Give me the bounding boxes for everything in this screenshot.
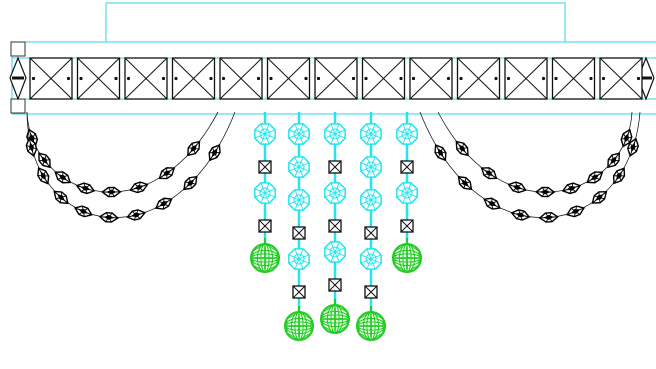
frame-panel <box>266 57 311 100</box>
swag-crystal <box>155 197 173 210</box>
swag-crystal <box>54 171 72 184</box>
cyan-strand <box>284 112 314 341</box>
frame-panel <box>409 57 453 100</box>
square-bead <box>364 226 378 240</box>
swag-crystal <box>620 128 633 148</box>
frame-panel <box>124 57 168 100</box>
square-bead <box>292 226 306 240</box>
swag-crystal <box>158 167 176 180</box>
end-cap-top-left <box>10 41 26 57</box>
swag-crystal <box>627 137 639 157</box>
cyan-strand <box>250 112 280 273</box>
frame-panel <box>456 57 501 100</box>
cyan-octagon-prism <box>254 182 276 204</box>
swag-crystal <box>126 209 147 221</box>
frame-panel <box>219 57 263 100</box>
swag-crystal <box>483 197 501 210</box>
frame-panel <box>29 57 73 100</box>
swag-crystal <box>98 211 120 223</box>
cyan-octagon-prism <box>360 123 382 145</box>
green-crystal-ball <box>320 299 350 334</box>
cyan-strand <box>356 112 386 341</box>
swag-crystal <box>37 167 50 185</box>
swag-crystal <box>566 205 585 218</box>
cyan-strand <box>392 112 422 273</box>
swag-crystal <box>507 181 527 194</box>
swag-crystal <box>129 181 149 194</box>
swag-crystal <box>53 190 69 205</box>
cyan-octagon-prism <box>396 182 418 204</box>
square-bead <box>258 219 272 233</box>
lower-rail <box>11 98 656 115</box>
cyan-octagon-prism <box>288 189 310 211</box>
swag-crystal <box>534 186 556 198</box>
square-bead <box>328 219 342 233</box>
swag-strand <box>25 111 236 223</box>
swag-crystal <box>591 190 608 204</box>
swag-strand <box>437 111 633 198</box>
swag-crystal <box>73 205 93 218</box>
square-bead <box>328 160 342 174</box>
frame-panel <box>361 57 406 100</box>
frame-panel <box>171 57 216 100</box>
green-crystal-ball <box>356 306 386 341</box>
swag-strand <box>26 111 219 198</box>
cyan-octagon-prism <box>360 156 382 178</box>
cyan-octagon-prism <box>396 123 418 145</box>
swag-crystal <box>510 209 531 221</box>
swag-crystal <box>538 211 559 223</box>
frame-panel <box>504 57 548 100</box>
swag-crystal <box>101 186 122 198</box>
cyan-octagon-prism <box>324 241 346 263</box>
square-bead <box>400 219 414 233</box>
square-bead <box>364 285 378 299</box>
swag-crystal <box>25 137 38 158</box>
cyan-octagon-prism <box>360 248 382 270</box>
frame-panel <box>551 57 596 100</box>
frame-panel <box>314 57 358 100</box>
cyan-octagon-prism <box>254 123 276 145</box>
swag-crystal <box>183 175 198 191</box>
square-bead <box>258 160 272 174</box>
cyan-octagon-prism <box>288 123 310 145</box>
swag-crystal <box>208 144 221 162</box>
swag-crystal <box>457 175 473 191</box>
swag-crystal <box>480 167 498 180</box>
green-crystal-ball <box>284 306 314 341</box>
chandelier-frame <box>9 2 656 115</box>
swag-crystal <box>586 171 604 184</box>
square-bead <box>328 278 342 292</box>
square-bead <box>400 160 414 174</box>
swag-crystal <box>455 140 469 157</box>
square-bead <box>292 285 306 299</box>
crystal-swags <box>25 111 641 223</box>
swag-crystal <box>38 152 51 169</box>
cyan-octagon-prism <box>360 189 382 211</box>
green-crystal-ball <box>392 238 422 273</box>
cyan-strand <box>320 112 350 334</box>
frame-panel <box>599 57 643 100</box>
swag-crystal <box>187 140 201 157</box>
cyan-octagon-prism <box>288 248 310 270</box>
swag-crystal <box>561 182 582 195</box>
upper-rail <box>11 41 656 59</box>
swag-crystal <box>75 182 96 195</box>
cyan-octagon-prism <box>324 182 346 204</box>
cyan-octagon-prism <box>288 156 310 178</box>
cyan-crystal-strands <box>250 112 422 341</box>
swag-crystal <box>434 144 447 162</box>
cyan-octagon-prism <box>324 123 346 145</box>
green-crystal-ball <box>250 238 280 273</box>
end-cap-bottom-left <box>10 98 26 114</box>
canopy-outline <box>105 2 566 43</box>
swag-crystal <box>607 152 621 169</box>
swag-crystal <box>612 167 626 185</box>
frame-panel <box>76 57 121 100</box>
swag-strand <box>419 111 641 223</box>
